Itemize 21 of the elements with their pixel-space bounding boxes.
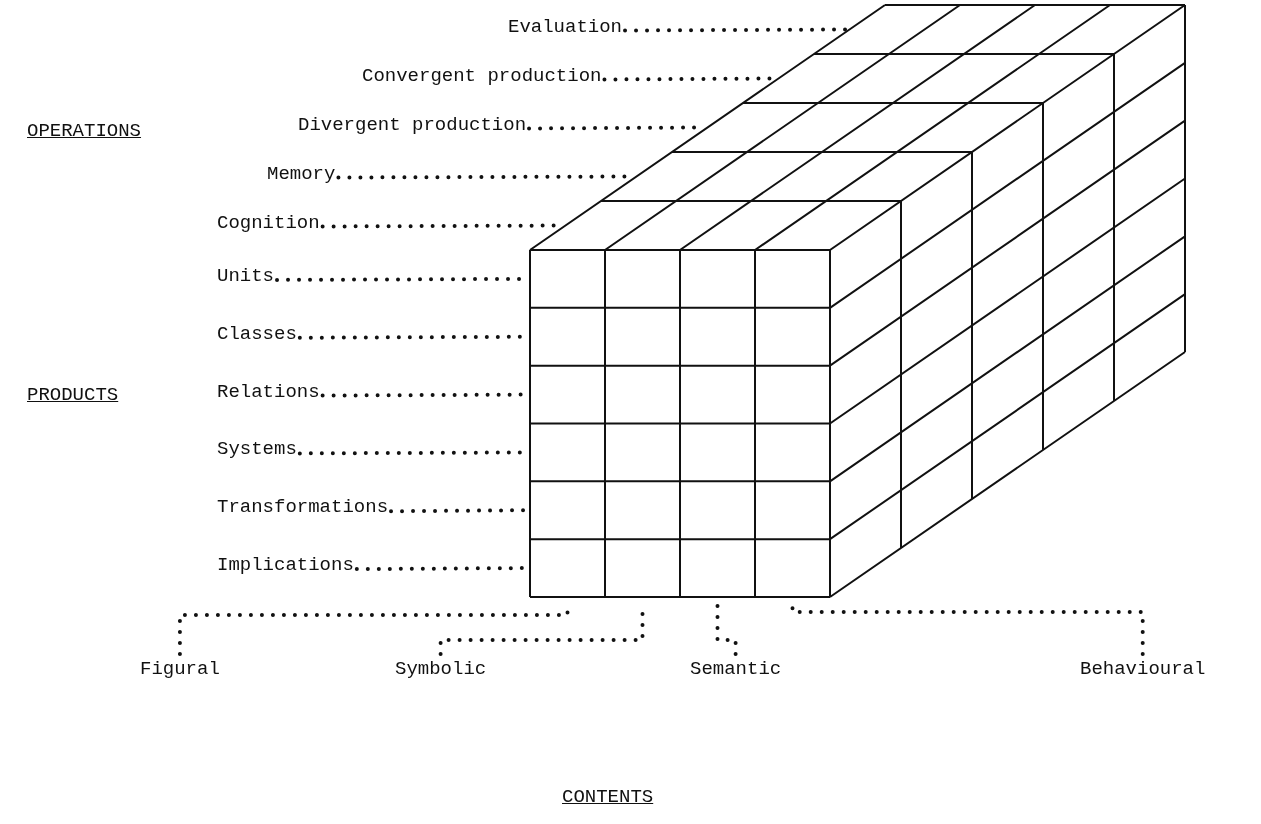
leader-line: [790, 603, 1145, 656]
leader-line: [623, 27, 849, 33]
content-label: Figural: [140, 658, 220, 680]
operation-label: Divergent production: [298, 113, 527, 136]
operation-label: Memory: [267, 162, 336, 185]
axis-heading: PRODUCTS: [27, 384, 119, 406]
product-label: Systems: [217, 438, 297, 461]
content-label: Semantic: [690, 658, 782, 680]
leader-line: [715, 603, 738, 656]
axis-heading: OPERATIONS: [27, 120, 142, 142]
product-label: Units: [217, 264, 274, 287]
content-label: Symbolic: [395, 658, 487, 680]
operation-label: Evaluation: [508, 15, 623, 38]
product-label: Implications: [217, 554, 354, 577]
operation-label: Convergent production: [362, 64, 602, 87]
axis-heading: CONTENTS: [562, 786, 654, 808]
product-label: Relations: [217, 380, 320, 403]
product-label: Transformations: [217, 496, 389, 519]
operation-label: Cognition: [217, 211, 320, 234]
content-label: Behavioural: [1080, 658, 1206, 680]
product-label: Classes: [217, 322, 297, 345]
